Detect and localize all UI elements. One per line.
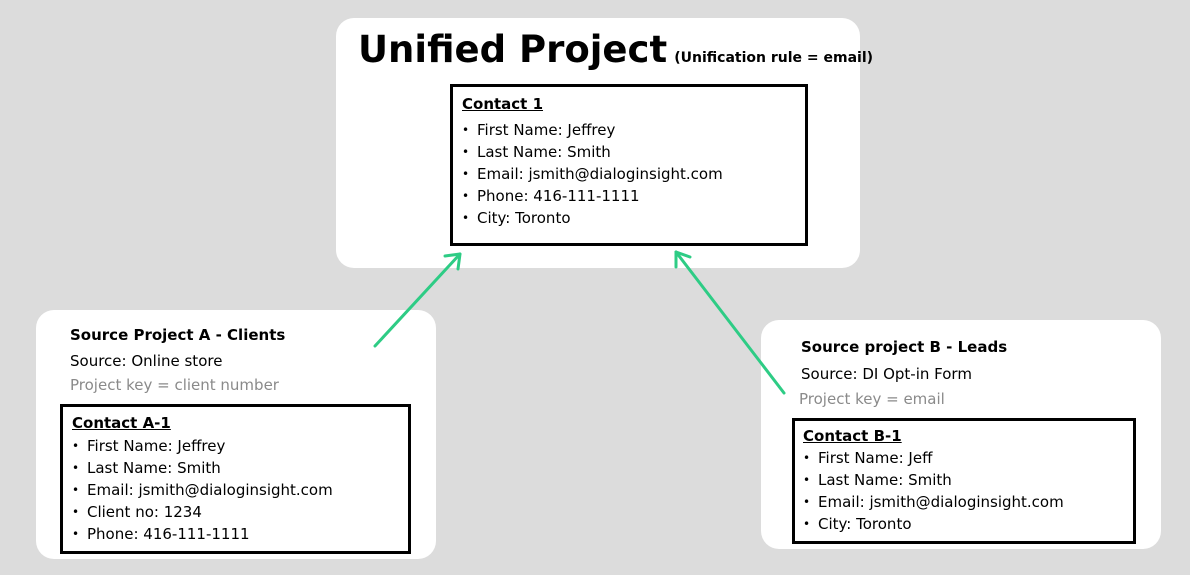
source-a-title: Source Project A - Clients [70, 326, 286, 344]
unified-project-title: Unified Project [358, 28, 668, 71]
contact-1-field: City: Toronto [462, 207, 796, 229]
contact-1-field: Email: jsmith@dialoginsight.com [462, 163, 796, 185]
contact-a1-fields: First Name: Jeffrey Last Name: Smith Ema… [72, 435, 399, 545]
contact-1-box: Contact 1 First Name: Jeffrey Last Name:… [450, 84, 808, 246]
contact-a1-field: Email: jsmith@dialoginsight.com [72, 479, 399, 501]
contact-b1-field: City: Toronto [803, 513, 1125, 535]
arrow-source-a-to-unified [373, 252, 462, 348]
unified-project-heading: Unified Project (Unification rule = emai… [358, 28, 873, 71]
contact-1-fields: First Name: Jeffrey Last Name: Smith Ema… [462, 119, 796, 229]
source-b-source: Source: DI Opt-in Form [801, 365, 972, 383]
arrow-source-b-to-unified [674, 250, 786, 395]
source-project-b-card: Source project B - Leads Source: DI Opt-… [761, 320, 1161, 549]
contact-a1-field: Client no: 1234 [72, 501, 399, 523]
source-a-source: Source: Online store [70, 352, 223, 370]
contact-a1-field: Phone: 416-111-1111 [72, 523, 399, 545]
source-b-project-key: Project key = email [799, 390, 945, 408]
contact-a1-title: Contact A-1 [72, 414, 171, 432]
source-a-project-key: Project key = client number [70, 376, 279, 394]
source-project-a-card: Source Project A - Clients Source: Onlin… [36, 310, 436, 559]
contact-b1-fields: First Name: Jeff Last Name: Smith Email:… [803, 447, 1125, 535]
contact-b1-title: Contact B-1 [803, 427, 902, 445]
unified-project-card: Unified Project (Unification rule = emai… [336, 18, 873, 268]
contact-1-field: Phone: 416-111-1111 [462, 185, 796, 207]
contact-a1-field: First Name: Jeffrey [72, 435, 399, 457]
contact-a1-field: Last Name: Smith [72, 457, 399, 479]
contact-b1-box: Contact B-1 First Name: Jeff Last Name: … [792, 418, 1136, 544]
source-b-title: Source project B - Leads [801, 338, 1008, 356]
contact-1-title: Contact 1 [462, 95, 544, 113]
contact-1-field: First Name: Jeffrey [462, 119, 796, 141]
contact-b1-field: First Name: Jeff [803, 447, 1125, 469]
contact-a1-box: Contact A-1 First Name: Jeffrey Last Nam… [60, 404, 411, 554]
contact-1-field: Last Name: Smith [462, 141, 796, 163]
unification-rule-label: (Unification rule = email) [674, 50, 874, 66]
contact-b1-field: Email: jsmith@dialoginsight.com [803, 491, 1125, 513]
contact-b1-field: Last Name: Smith [803, 469, 1125, 491]
